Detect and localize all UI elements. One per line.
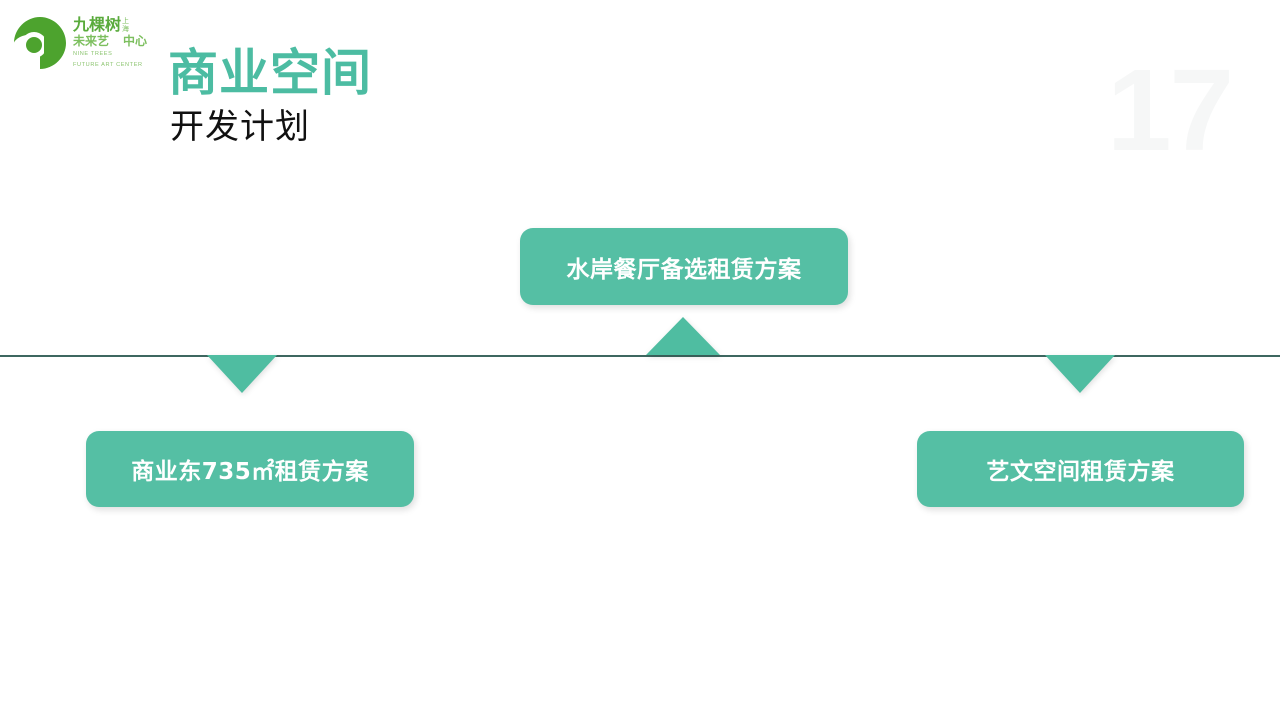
logo-cn-main: 九棵树: [73, 15, 122, 35]
logo-mark-icon: [14, 17, 66, 69]
plan-box-commercial-east[interactable]: 商业东735㎡租赁方案: [86, 431, 414, 507]
logo-wordmark: 九棵树 上 海 未来艺 中心 NINE TREES FUTURE ART CEN…: [73, 15, 148, 69]
logo-en-line2: FUTURE ART CENTER: [73, 61, 143, 68]
page-title: 商业空间: [168, 44, 372, 102]
plan-box-waterfront-restaurant[interactable]: 水岸餐厅备选租赁方案: [520, 228, 848, 305]
logo-cn-side-top: 上: [122, 16, 130, 25]
logo-cn-sub: 未来艺: [73, 33, 110, 48]
logo-cn-side: 上 海: [122, 17, 129, 34]
logo-cn-sub2: 中心: [123, 33, 148, 48]
center-connector-triangle-icon: [646, 317, 720, 355]
brand-logo: 九棵树 上 海 未来艺 中心 NINE TREES FUTURE ART CEN…: [14, 14, 159, 72]
right-connector-triangle-icon: [1045, 355, 1115, 393]
plan-box-art-culture-space[interactable]: 艺文空间租赁方案: [917, 431, 1244, 507]
logo-cn-side-bottom: 海: [122, 24, 130, 33]
logo-en-line1: NINE TREES: [73, 51, 113, 58]
page-subtitle: 开发计划: [170, 107, 310, 147]
page-number: 17: [1106, 45, 1234, 175]
horizontal-divider: [0, 355, 1280, 357]
left-connector-triangle-icon: [207, 355, 277, 393]
